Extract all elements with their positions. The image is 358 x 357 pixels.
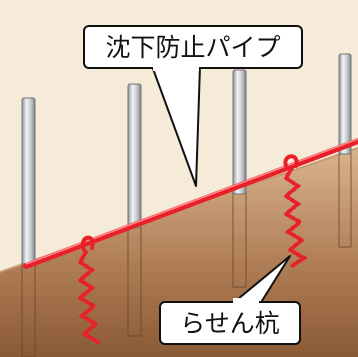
screw-pile-callout-label: らせん杭 [180,309,280,338]
post [232,69,247,195]
screw-pile-callout: らせん杭 [159,255,301,345]
post [21,97,36,265]
posts [21,53,352,265]
screw-pile [76,235,100,344]
pipe-callout: 沈下防止パイプ [83,25,303,187]
screw-pile [282,154,308,268]
pipe-callout-label: 沈下防止パイプ [105,33,280,62]
post [127,83,142,229]
post [338,53,352,155]
